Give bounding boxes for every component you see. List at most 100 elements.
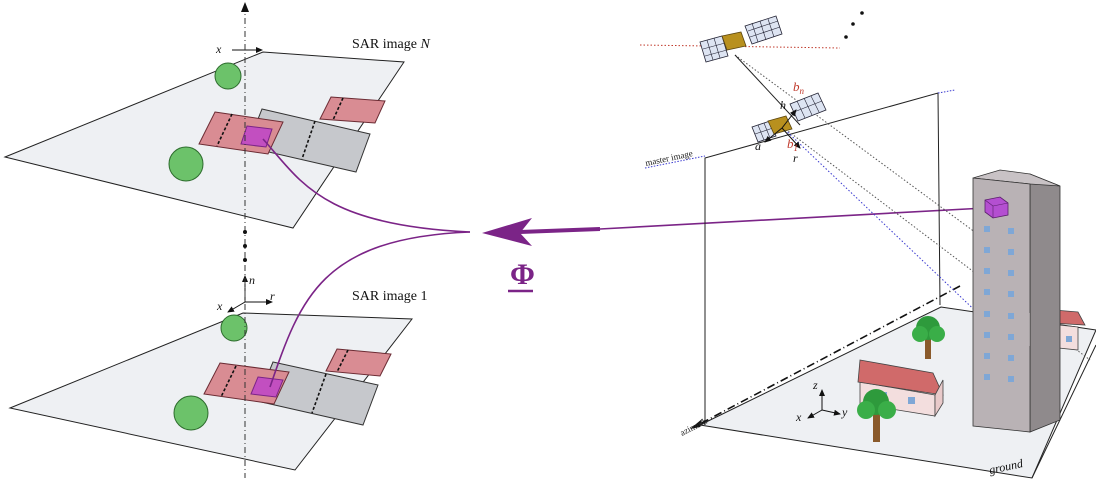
scatterer-circle: [214, 62, 242, 90]
solar-panel-grid: [747, 18, 781, 43]
satellite-n: [699, 15, 783, 63]
satellite-1: h r a: [751, 92, 827, 165]
sar-image-n-group: x SAR image N: [3, 37, 430, 229]
sar-image-1-group: n r x SAR image 1: [8, 273, 427, 471]
dashed-divider: [332, 97, 344, 121]
dashed-divider: [220, 365, 237, 398]
window: [984, 289, 990, 295]
baseline-line: [734, 54, 801, 126]
axis-label-z: z: [812, 378, 818, 392]
window: [984, 353, 990, 359]
tree-front: [857, 389, 896, 442]
tree-crown: [912, 326, 928, 342]
ellipsis-dot: [243, 230, 247, 234]
ellipsis-dot: [243, 258, 247, 262]
window: [1008, 249, 1014, 255]
building-side: [1029, 173, 1061, 433]
pixel-cell: [250, 376, 284, 398]
r-axis-arrow: [781, 127, 801, 149]
local-axes: z y x: [795, 378, 848, 424]
window: [984, 374, 990, 380]
master-image-guide: [644, 155, 706, 169]
dashed-divider: [301, 120, 316, 160]
window: [1008, 355, 1014, 361]
house-window: [908, 397, 915, 404]
window: [1008, 313, 1014, 319]
solar-panel-grid: [793, 95, 823, 119]
building-windows: [984, 226, 1014, 382]
acquisition-scene: azimuth ground master image h: [639, 11, 1096, 479]
phi-arrow-shaft: [519, 227, 601, 234]
satellite-body: [767, 115, 793, 135]
scatterer-circle: [168, 146, 204, 182]
axis-label-x: x: [215, 42, 222, 56]
solar-panel-grid: [754, 122, 774, 141]
look-line: [779, 124, 986, 321]
window: [1008, 291, 1014, 297]
axis-label-x: x: [795, 410, 802, 424]
pink-patch: [319, 96, 386, 124]
axis-label-x: x: [216, 299, 223, 313]
azimuth-label: azimuth: [678, 415, 709, 437]
axis-label-n: n: [249, 273, 255, 287]
building-front: [972, 177, 1031, 433]
window: [1008, 270, 1014, 276]
solar-panel-grid: [702, 37, 728, 61]
tree-crown: [878, 401, 896, 419]
master-image-label: master image: [644, 148, 693, 168]
window: [1008, 228, 1014, 234]
master-image-extension: [937, 89, 956, 94]
master-image-plane: [704, 92, 941, 425]
house-gable: [934, 379, 944, 418]
dashed-divider: [336, 349, 349, 373]
tree-crown: [857, 401, 875, 419]
baseline-bn-label: bn: [793, 79, 805, 96]
azimuth-arrow-head: [690, 419, 702, 429]
axis-label-y: y: [841, 405, 848, 419]
ground-right-edge: [1031, 344, 1096, 479]
roof-scatterer-cube: [984, 196, 1009, 219]
azimuth-axis: [695, 285, 961, 427]
cube-edge: [992, 202, 1009, 207]
axis-label-r: r: [270, 289, 275, 303]
projection-curve-bottom: [269, 231, 471, 388]
a-axis-arrow: [764, 127, 783, 143]
tall-building: [972, 169, 1061, 433]
ellipsis-dot: [844, 35, 848, 39]
ellipsis-dot: [243, 244, 247, 248]
dashed-divider: [216, 113, 233, 147]
window: [1008, 376, 1014, 382]
phi-arrow-head: [482, 218, 532, 246]
projection-curve-top: [262, 138, 471, 233]
satellite-body: [721, 31, 747, 51]
pixel-cell: [240, 125, 273, 148]
pink-patch: [325, 348, 392, 377]
axis-label-h: h: [780, 98, 786, 112]
phi-symbol: Φ: [510, 258, 535, 291]
tree-trunk: [873, 412, 880, 442]
window: [1008, 334, 1014, 340]
axis-label-a: a: [755, 139, 761, 153]
ellipsis-dot: [860, 11, 864, 15]
window: [984, 226, 990, 232]
tree-trunk: [925, 335, 931, 359]
dashed-divider: [311, 373, 327, 414]
sar-image-1-label: SAR image 1: [352, 289, 427, 304]
tree-crown: [929, 326, 945, 342]
sar-image-n-label: SAR image N: [352, 37, 430, 52]
phi-arrow-thin: [599, 207, 986, 230]
ellipsis-dot: [851, 22, 855, 26]
x-axis-arrow: [227, 301, 246, 313]
look-line: [734, 54, 1011, 259]
window: [984, 332, 990, 338]
building-overlap: [1020, 312, 1030, 346]
window: [984, 268, 990, 274]
y-axis-arrow: [821, 409, 841, 416]
stack-axis-top-arrow: [241, 2, 249, 12]
cube-edge: [984, 199, 994, 207]
scatterer-circle: [220, 314, 248, 342]
h-axis-arrow: [781, 109, 797, 129]
scatterer-circle: [173, 395, 209, 431]
window: [984, 247, 990, 253]
